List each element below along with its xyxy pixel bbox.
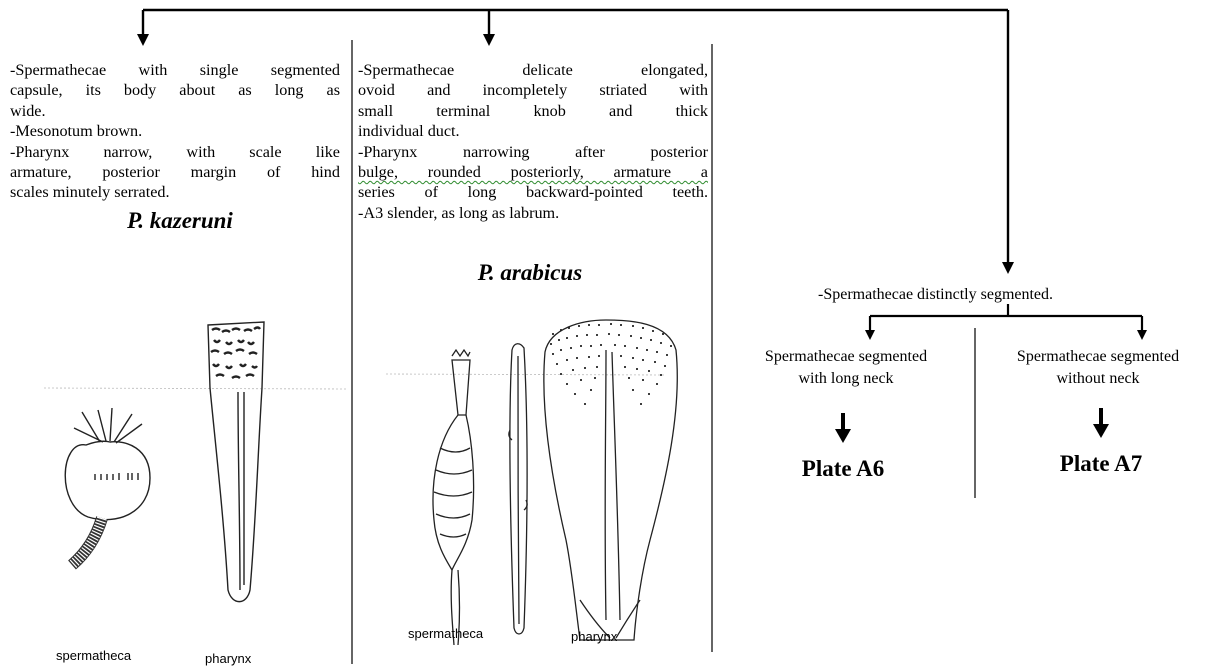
caption-kazeruni-spermatheca: spermatheca (56, 648, 131, 663)
option-long-neck-line-1: Spermathecae segmented (728, 346, 964, 368)
option-without-neck-line-1: Spermathecae segmented (980, 346, 1216, 368)
segmented-heading: -Spermathecae distinctly segmented. (818, 284, 1198, 306)
plate-a6-link[interactable]: Plate A6 (768, 456, 918, 482)
caption-kazeruni-pharynx: pharynx (205, 651, 251, 666)
option-long-neck: Spermathecae segmented with long neck (728, 346, 964, 390)
caption-arabicus-spermatheca: spermatheca (408, 626, 483, 641)
arabicus-a3-drawing (509, 344, 527, 634)
option-without-neck-line-2: without neck (980, 368, 1216, 390)
option-without-neck: Spermathecae segmented without neck (980, 346, 1216, 390)
caption-arabicus-pharynx: pharynx (571, 629, 617, 644)
arabicus-spermatheca-drawing (433, 350, 474, 645)
arabicus-pharynx-drawing (544, 320, 677, 640)
arabicus-pharynx-teeth (550, 324, 672, 404)
option-long-neck-line-2: with long neck (728, 368, 964, 390)
plate-a7-link[interactable]: Plate A7 (1026, 451, 1176, 477)
